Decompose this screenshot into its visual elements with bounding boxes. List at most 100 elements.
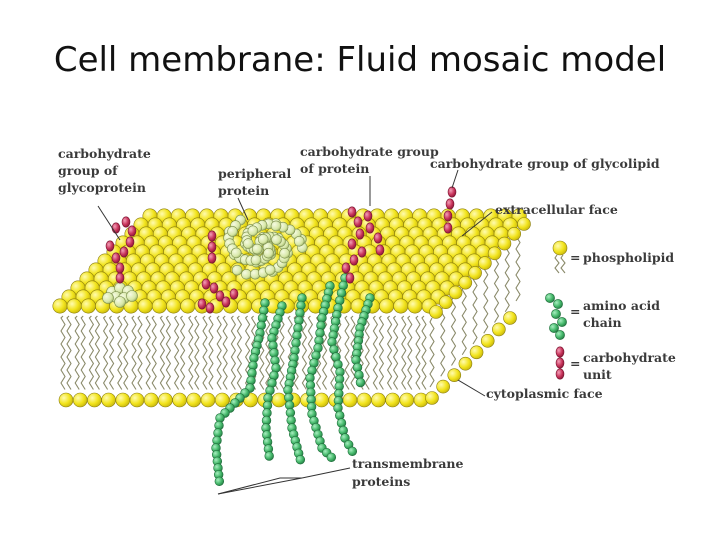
phospholipid-tail — [117, 315, 123, 390]
phospholipid-head — [172, 392, 187, 408]
phospholipid-tail — [188, 315, 194, 390]
phospholipid-head — [87, 392, 102, 408]
phospholipid-tail — [515, 231, 521, 302]
label-glycolipid-carbohydrate: carbohydrate group of glycolipid — [430, 156, 660, 171]
legend-equals-amino-acid: = — [570, 304, 580, 319]
legend-equals-carbohydrate: = — [570, 356, 580, 371]
legend-carbohydrate-label: carbohydrate unit — [583, 350, 680, 382]
carbohydrate-unit — [443, 210, 453, 222]
phospholipid-tail — [378, 315, 385, 390]
phospholipid-head — [200, 392, 216, 408]
carbohydrate-unit — [197, 298, 207, 310]
phospholipid-head — [407, 298, 423, 314]
phospholipid-head — [480, 334, 495, 348]
phospholipid-head — [186, 392, 202, 408]
carbohydrate-unit — [111, 222, 121, 234]
glycoprotein-subunit — [126, 290, 138, 302]
phospholipid-tail — [145, 315, 151, 390]
phospholipid-head — [58, 392, 74, 408]
phospholipid-tail — [165, 315, 172, 390]
phospholipid-head — [143, 392, 159, 408]
phospholipid-head — [137, 298, 153, 314]
phospholipid-tail — [504, 242, 510, 313]
carbohydrate-unit — [205, 302, 215, 314]
carbohydrate-unit — [357, 246, 367, 258]
phospholipid-tail — [88, 315, 95, 390]
legend-phospholipid-tail-icon — [554, 254, 560, 274]
phospholipid-head — [180, 298, 196, 314]
glycoprotein-subunit — [102, 292, 114, 304]
phospholipid-tail — [123, 315, 129, 390]
peripheral-protein-subunit — [250, 254, 262, 266]
legend-carbohydrate-icon — [555, 346, 565, 358]
phospholipid-tail — [472, 274, 478, 345]
legend-amino-acid-icon — [557, 317, 567, 327]
phospholipid-head — [80, 298, 96, 314]
amino-acid — [264, 451, 274, 461]
glycoprotein — [102, 282, 138, 308]
amino-acid — [347, 446, 358, 457]
phospholipid-tail — [415, 315, 421, 390]
phospholipid-tail — [450, 296, 457, 366]
phospholipid-head — [469, 345, 484, 360]
phospholipid-tail — [407, 315, 413, 390]
peripheral-protein-subunit — [293, 235, 305, 247]
phospholipid-tail — [173, 315, 180, 390]
phospholipid-tail — [131, 315, 137, 390]
label-peripheral-protein: peripheral protein — [218, 166, 296, 198]
phospholipid-head — [385, 392, 400, 408]
phospholipid-head — [458, 356, 473, 371]
legend-phospholipid-icon — [552, 240, 568, 256]
peripheral-protein-subunit — [227, 226, 238, 237]
amino-acid — [326, 452, 337, 463]
phospholipid-head — [237, 298, 253, 314]
phospholipid-head — [458, 275, 473, 290]
phospholipid-tail — [194, 315, 200, 390]
phospholipid-tails-front — [60, 231, 521, 390]
phospholipid-head — [468, 266, 482, 280]
phospholipid-tail — [202, 315, 208, 390]
phospholipid-head — [371, 392, 386, 408]
phospholipid-tail — [421, 315, 427, 390]
phospholipid-tail — [401, 315, 407, 390]
phospholipid-head — [129, 392, 145, 408]
phospholipid-tail — [60, 315, 66, 390]
phospholipid-tail — [344, 315, 350, 390]
phospholipid-tail — [279, 315, 285, 390]
phospholipid-tail — [493, 253, 500, 323]
phospholipid-head — [517, 217, 531, 231]
carbohydrate-unit — [365, 222, 375, 234]
carbohydrate-unit — [105, 240, 115, 252]
phospholipid-heads-side — [429, 217, 531, 319]
peripheral-protein-subunit — [279, 248, 290, 259]
legend-amino-acid-label: amino acid chain — [583, 298, 664, 330]
carbohydrate-unit — [207, 241, 217, 253]
phospholipid-head — [487, 246, 502, 261]
peripheral-protein-subunit — [242, 238, 254, 249]
peripheral-protein-subunit — [231, 247, 242, 259]
phospholipid-head — [478, 256, 492, 270]
carbohydrate-unit — [111, 252, 121, 264]
legend-carbohydrate-icon — [555, 357, 565, 369]
glycoprotein-subunit — [114, 296, 126, 308]
phospholipid-tail — [102, 315, 109, 390]
carbohydrate-unit — [373, 232, 383, 244]
phospholipid-head — [393, 298, 409, 314]
phospholipid-tail — [230, 315, 237, 390]
carbohydrate-unit — [201, 278, 211, 290]
legend-amino-acid-icon — [551, 309, 561, 319]
phospholipid-head — [158, 392, 173, 408]
legend-equals-phospholipid: = — [570, 250, 580, 265]
carbohydrate-unit — [353, 216, 363, 228]
phospholipid-tail — [94, 315, 101, 390]
legend-phospholipid-tail-icon — [560, 254, 566, 274]
phospholipid-head — [342, 392, 358, 408]
phospholipid-tail — [108, 315, 115, 390]
phospholipid-tail — [483, 264, 489, 334]
carbohydrate-unit — [445, 198, 455, 210]
carbohydrate-unit — [119, 246, 129, 258]
phospholipid-tail — [392, 315, 399, 390]
phospholipid-tail — [265, 315, 271, 390]
peripheral-protein-subunit — [271, 234, 282, 246]
carbohydrate-unit — [447, 186, 457, 198]
